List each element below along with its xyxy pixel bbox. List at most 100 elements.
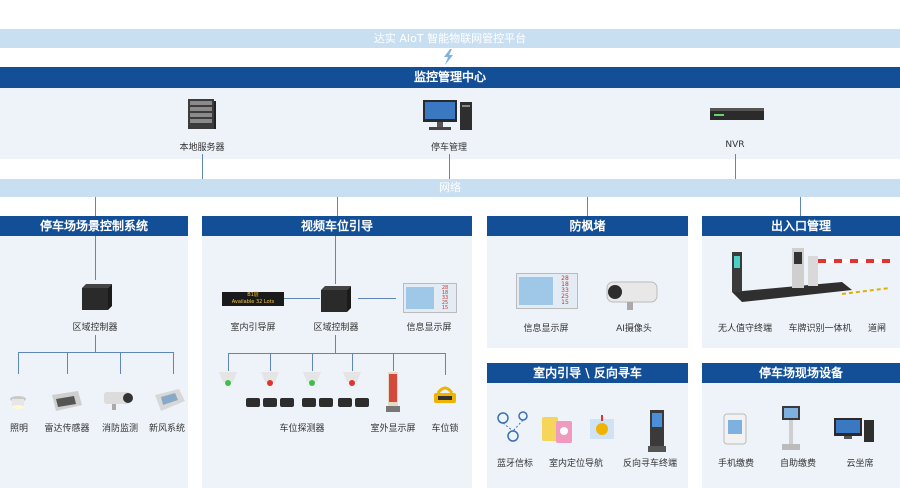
connector-line <box>337 197 338 216</box>
connector-line <box>735 154 736 179</box>
findcar-item-label: 蓝牙信标 <box>496 459 533 469</box>
section-title: 出入口管理 <box>770 219 831 233</box>
connector-line <box>587 197 588 216</box>
detector-icon <box>261 372 279 386</box>
entrance-item-label: 道闸 <box>867 324 886 334</box>
info-number: 18 <box>441 290 449 296</box>
connector-line <box>358 298 396 299</box>
computer-icon <box>834 418 874 442</box>
info-number: 28 <box>441 285 449 291</box>
info-number: 15 <box>441 305 449 311</box>
antitailgate-item-label: AI摄像头 <box>616 324 652 334</box>
monitor-item-label: 停车管理 <box>430 143 467 153</box>
info-number: 15 <box>561 299 569 306</box>
section-title: 防枫堵 <box>569 219 606 233</box>
info-number: 28 <box>561 275 569 282</box>
info-number: 18 <box>561 281 569 288</box>
entrance-item-label: 车牌识别一体机 <box>788 324 852 334</box>
detector-icon <box>219 372 237 386</box>
connector-line <box>95 335 96 352</box>
indoor-navigation-icon <box>542 417 572 443</box>
controller-label: 区域控制器 <box>313 323 359 333</box>
connector-line <box>18 352 173 353</box>
reverse-search-icon <box>590 415 614 439</box>
connector-line <box>228 353 229 371</box>
connector-line <box>312 353 313 371</box>
connector-line <box>284 298 320 299</box>
section-guidance-header: 视频车位引导 <box>202 216 472 236</box>
onsite-item-label: 手机缴费 <box>717 459 754 469</box>
light-icon <box>10 396 26 409</box>
connector-line <box>173 352 174 374</box>
device-label: 雷达传感器 <box>44 424 90 434</box>
fire-camera-icon <box>104 392 133 410</box>
info-display-icon: 28 18 33 25 15 <box>516 273 578 309</box>
connector-line <box>95 197 96 216</box>
connector-line <box>800 197 801 216</box>
entrance-item-label: 无人值守终端 <box>717 324 772 334</box>
section-title: 停车场场景控制系统 <box>39 219 148 233</box>
detector-icon <box>343 372 361 386</box>
info-number: 33 <box>441 295 449 301</box>
monitor-item-label: NVR <box>725 140 745 150</box>
self-payment-icon <box>782 406 800 450</box>
nvr-icon <box>710 108 764 120</box>
server-icon <box>188 99 216 129</box>
outdoor-screen-label: 室外显示屏 <box>370 424 416 434</box>
onsite-item-label: 云坐席 <box>846 459 874 469</box>
parking-lock-icon <box>434 386 456 403</box>
section-findcar-header: 室内引导 \ 反向寻车 <box>487 363 688 383</box>
monitor-title: 监控管理中心 <box>413 70 486 84</box>
section-title: 室内引导 \ 反向寻车 <box>533 366 642 380</box>
onsite-item-label: 自助缴费 <box>779 459 816 469</box>
platform-title: 达实 AIoT 智能物联网管控平台 <box>373 32 527 45</box>
indoor-screen-label: 室内引导屏 <box>230 323 276 333</box>
connector-line <box>352 353 353 371</box>
findcar-item-label: 室内定位导航 <box>548 459 603 469</box>
bluetooth-beacon-icon <box>497 411 528 442</box>
detector-label: 车位探测器 <box>279 424 325 434</box>
device-label: 新风系统 <box>148 424 185 434</box>
info-number: 33 <box>561 287 569 294</box>
network-bar: 网络 <box>0 179 900 197</box>
section-title: 视频车位引导 <box>300 219 373 233</box>
info-screen-label: 信息显示屏 <box>406 323 452 333</box>
monitor-item-label: 本地服务器 <box>179 143 225 153</box>
section-antitailgate-header: 防枫堵 <box>487 216 688 236</box>
findcar-item-label: 反向寻车终端 <box>622 459 677 469</box>
radar-sensor-icon <box>52 391 82 411</box>
parking-lock-label: 车位锁 <box>431 424 459 434</box>
section-lighting-header: 停车场场景控制系统 <box>0 216 188 236</box>
car-row-icon <box>338 398 369 407</box>
car-row-icon <box>246 398 294 407</box>
section-onsite-header: 停车场现场设备 <box>702 363 900 383</box>
computer-icon <box>423 100 472 130</box>
info-number: 25 <box>561 293 569 300</box>
info-number: 25 <box>441 300 449 306</box>
ai-camera-icon <box>606 281 658 310</box>
connector-line <box>95 236 96 280</box>
screen-line: B1层 <box>247 292 259 298</box>
section-entrance-header: 出入口管理 <box>702 216 900 236</box>
car-row-icon <box>302 398 333 407</box>
controller-label: 区域控制器 <box>72 323 118 333</box>
entrance-equipment-icon <box>732 248 891 302</box>
connector-line <box>445 353 446 375</box>
fresh-air-icon <box>155 389 185 411</box>
monitor-panel <box>0 88 900 159</box>
platform-bar: 达实 AIoT 智能物联网管控平台 <box>0 29 900 48</box>
connector-line <box>120 352 121 374</box>
screen-line: Available 32 Lots <box>231 299 275 305</box>
connector-line <box>18 352 19 374</box>
device-label: 消防监测 <box>101 424 138 434</box>
network-title: 网络 <box>439 181 461 194</box>
connector-line <box>393 353 394 371</box>
indoor-guide-screen: B1层 Available 32 Lots <box>222 292 284 306</box>
section-guidance-panel <box>202 236 472 488</box>
detector-icon <box>303 372 321 386</box>
info-display-icon: 28 18 33 25 15 <box>403 283 457 313</box>
controller-box-icon <box>82 284 112 310</box>
mobile-payment-icon <box>723 413 747 445</box>
outdoor-display-icon <box>386 372 400 412</box>
monitor-bar: 监控管理中心 <box>0 67 900 88</box>
